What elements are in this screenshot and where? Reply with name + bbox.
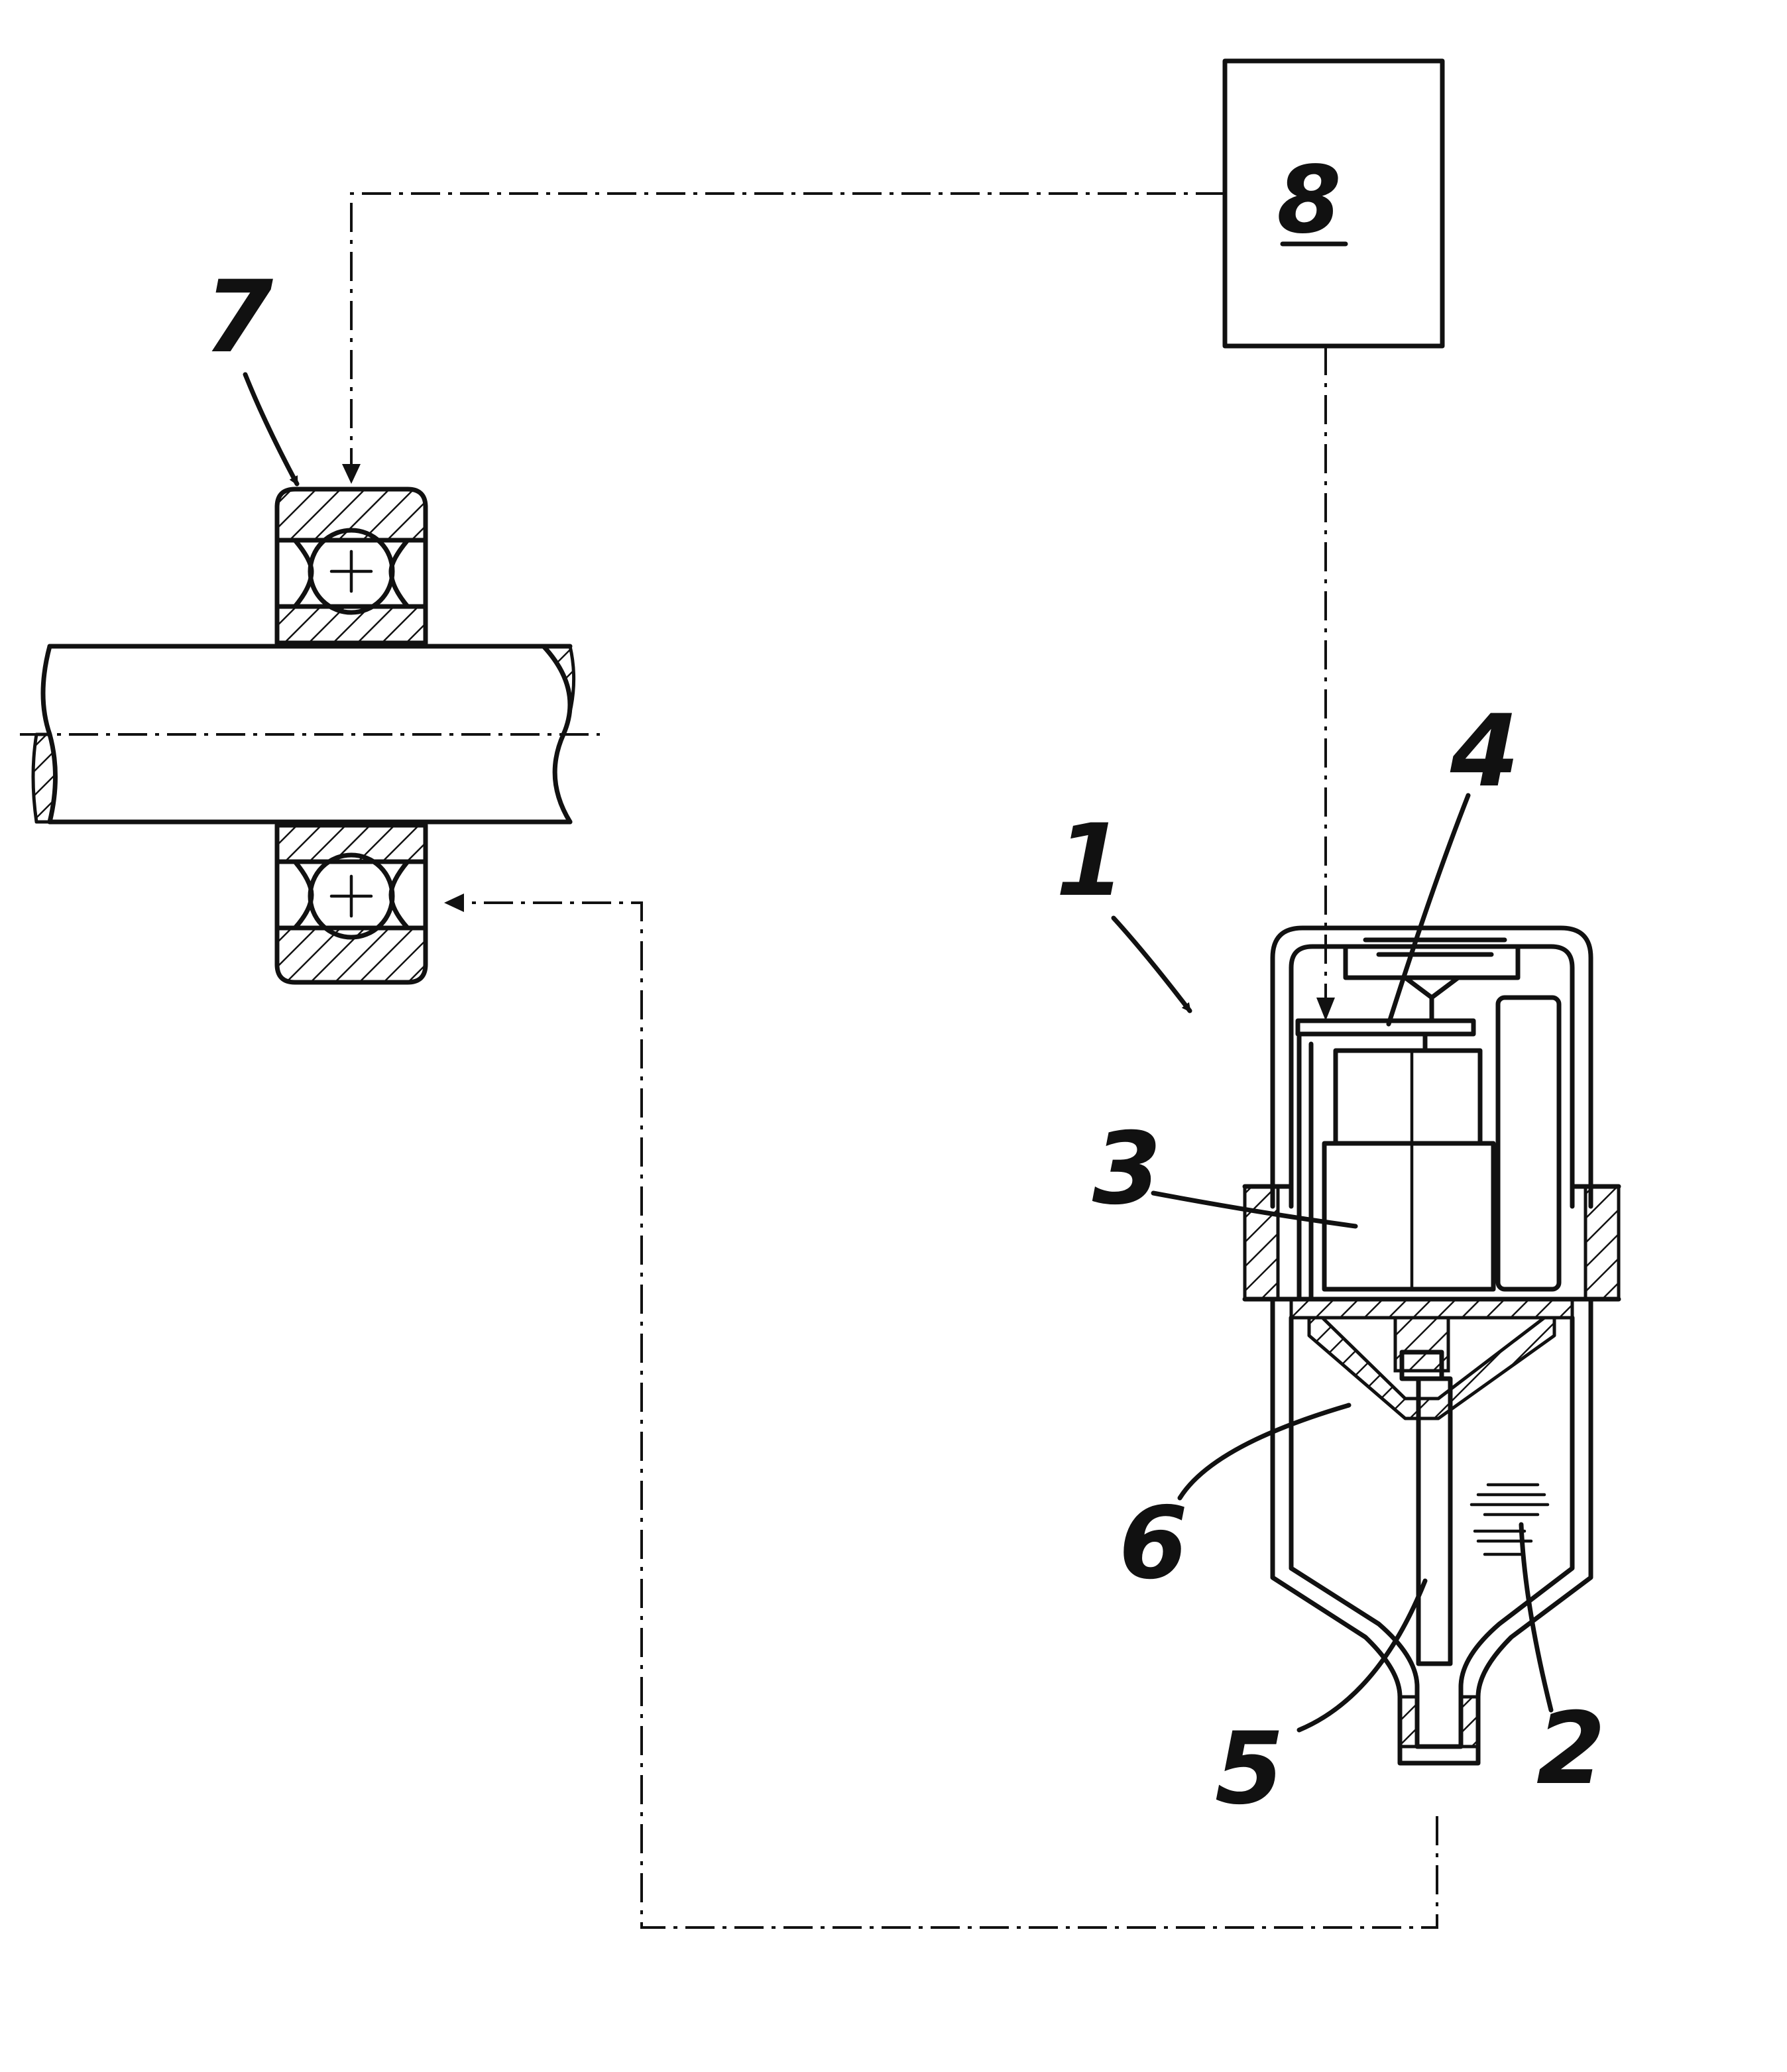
piston-rod-5 bbox=[1418, 1379, 1450, 1664]
leader-6 bbox=[1180, 1405, 1349, 1498]
label-8: 8 bbox=[1277, 146, 1341, 255]
label-2: 2 bbox=[1536, 1692, 1605, 1807]
control-unit-8: 8 bbox=[1225, 61, 1442, 346]
leader-4 bbox=[1389, 795, 1468, 1024]
leader-1 bbox=[1114, 918, 1190, 1011]
label-1: 1 bbox=[1056, 803, 1125, 919]
motor-upper bbox=[1336, 1051, 1480, 1143]
actuator-plate-4 bbox=[1298, 1021, 1473, 1034]
bearing-assembly-7: 7 bbox=[20, 260, 600, 982]
leader-7 bbox=[245, 374, 297, 484]
lubricator-device-1: 1 bbox=[1056, 694, 1619, 1827]
label-5: 5 bbox=[1215, 1711, 1284, 1827]
label-3: 3 bbox=[1092, 1112, 1161, 1227]
label-4: 4 bbox=[1450, 694, 1519, 809]
label-6: 6 bbox=[1119, 1486, 1188, 1601]
shaft bbox=[20, 646, 600, 822]
label-7: 7 bbox=[204, 260, 274, 375]
signal-line-8-to-bearing bbox=[351, 194, 1225, 474]
lubricant-2 bbox=[1471, 1485, 1548, 1554]
motor-block-3 bbox=[1324, 1143, 1493, 1289]
